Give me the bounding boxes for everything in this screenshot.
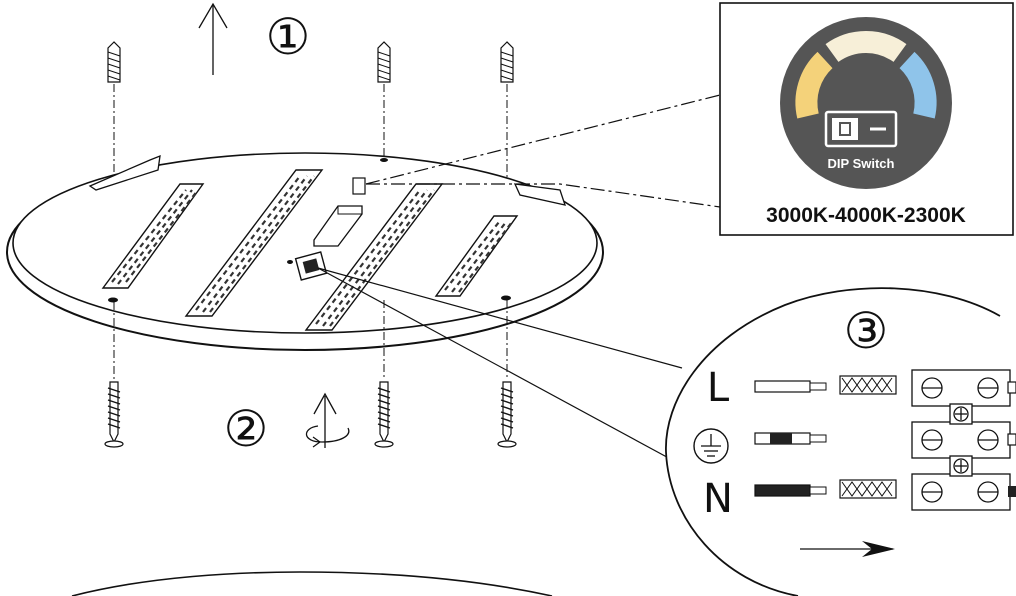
- insert-arrow-head-icon: [862, 541, 895, 557]
- screw-icon-1: [104, 302, 124, 448]
- switch-graphic-icon: [824, 110, 898, 148]
- step1-group: ①: [198, 2, 311, 75]
- dip-switch-panel: DIP Switch 3000K-4000K-2300K: [719, 2, 1014, 236]
- dip-switch-component: [352, 177, 366, 195]
- wall-plug-icon-1: [107, 41, 121, 202]
- step2-group: ②: [224, 392, 350, 458]
- live-wire: [754, 380, 827, 393]
- step3-number: ③: [844, 302, 889, 360]
- step2-number: ②: [224, 400, 269, 458]
- neutral-wire: [754, 484, 827, 497]
- screw-icon-3: [497, 300, 517, 448]
- cct-sequence-label: 3000K-4000K-2300K: [766, 204, 966, 227]
- up-arrow-head-icon: [198, 2, 228, 29]
- terminal-block-icon: [911, 369, 1011, 511]
- rotate-icon: [305, 425, 350, 443]
- step1-number: ①: [266, 8, 311, 66]
- earth-wire: [754, 432, 827, 445]
- connector-sleeve-icon: [839, 375, 897, 395]
- neutral-arc: [825, 31, 907, 63]
- neutral-label: N: [703, 476, 733, 522]
- led-strip-2: [184, 169, 324, 317]
- led-strip-1: [101, 183, 205, 289]
- cool-arc: [899, 51, 937, 119]
- lamp-body-outline: [71, 571, 553, 596]
- wiring-inset: ③ L N: [665, 287, 1016, 596]
- led-strip-4: [434, 215, 519, 297]
- mounting-plate: [6, 152, 604, 351]
- live-label: L: [707, 365, 730, 411]
- earth-icon: [693, 428, 729, 464]
- screw-icon-2: [374, 300, 394, 448]
- warm-arc: [795, 51, 833, 119]
- leader-lines: [317, 94, 721, 463]
- dip-switch-label: DIP Switch: [828, 156, 895, 171]
- connector-sleeve-icon: [839, 479, 897, 499]
